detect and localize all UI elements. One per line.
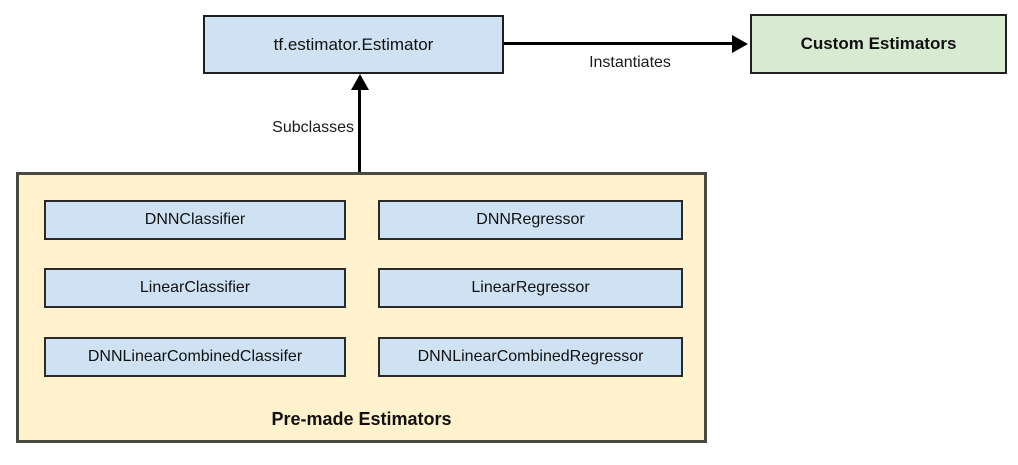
node-dnn-linear-combined-regressor: DNNLinearCombinedRegressor	[378, 337, 683, 377]
node-dnn-linear-combined-classifier: DNNLinearCombinedClassifer	[44, 337, 346, 377]
subclasses-arrow-line	[358, 88, 361, 172]
node-tf-estimator-estimator: tf.estimator.Estimator	[203, 15, 504, 74]
node-label: tf.estimator.Estimator	[273, 34, 434, 54]
node-label: Custom Estimators	[800, 34, 957, 53]
instantiates-arrow-line	[504, 42, 740, 45]
instantiates-arrowhead-icon	[732, 35, 748, 53]
subclasses-edge-label: Subclasses	[272, 119, 354, 136]
node-linear-regressor: LinearRegressor	[378, 268, 683, 308]
subclasses-arrowhead-icon	[351, 74, 369, 90]
node-dnn-classifier: DNNClassifier	[44, 200, 346, 240]
node-dnn-regressor: DNNRegressor	[378, 200, 683, 240]
node-label: LinearClassifier	[139, 279, 251, 296]
node-linear-classifier: LinearClassifier	[44, 268, 346, 308]
premade-estimators-group: DNNClassifier DNNRegressor LinearClassif…	[16, 172, 707, 443]
node-label: DNNClassifier	[144, 211, 246, 228]
node-custom-estimators: Custom Estimators	[750, 14, 1007, 74]
node-label: DNNLinearCombinedRegressor	[417, 348, 644, 365]
premade-group-title: Pre-made Estimators	[271, 409, 452, 429]
instantiates-edge-label: Instantiates	[589, 54, 671, 71]
node-label: DNNRegressor	[476, 211, 585, 228]
node-label: LinearRegressor	[471, 279, 590, 296]
node-label: DNNLinearCombinedClassifer	[87, 348, 303, 365]
